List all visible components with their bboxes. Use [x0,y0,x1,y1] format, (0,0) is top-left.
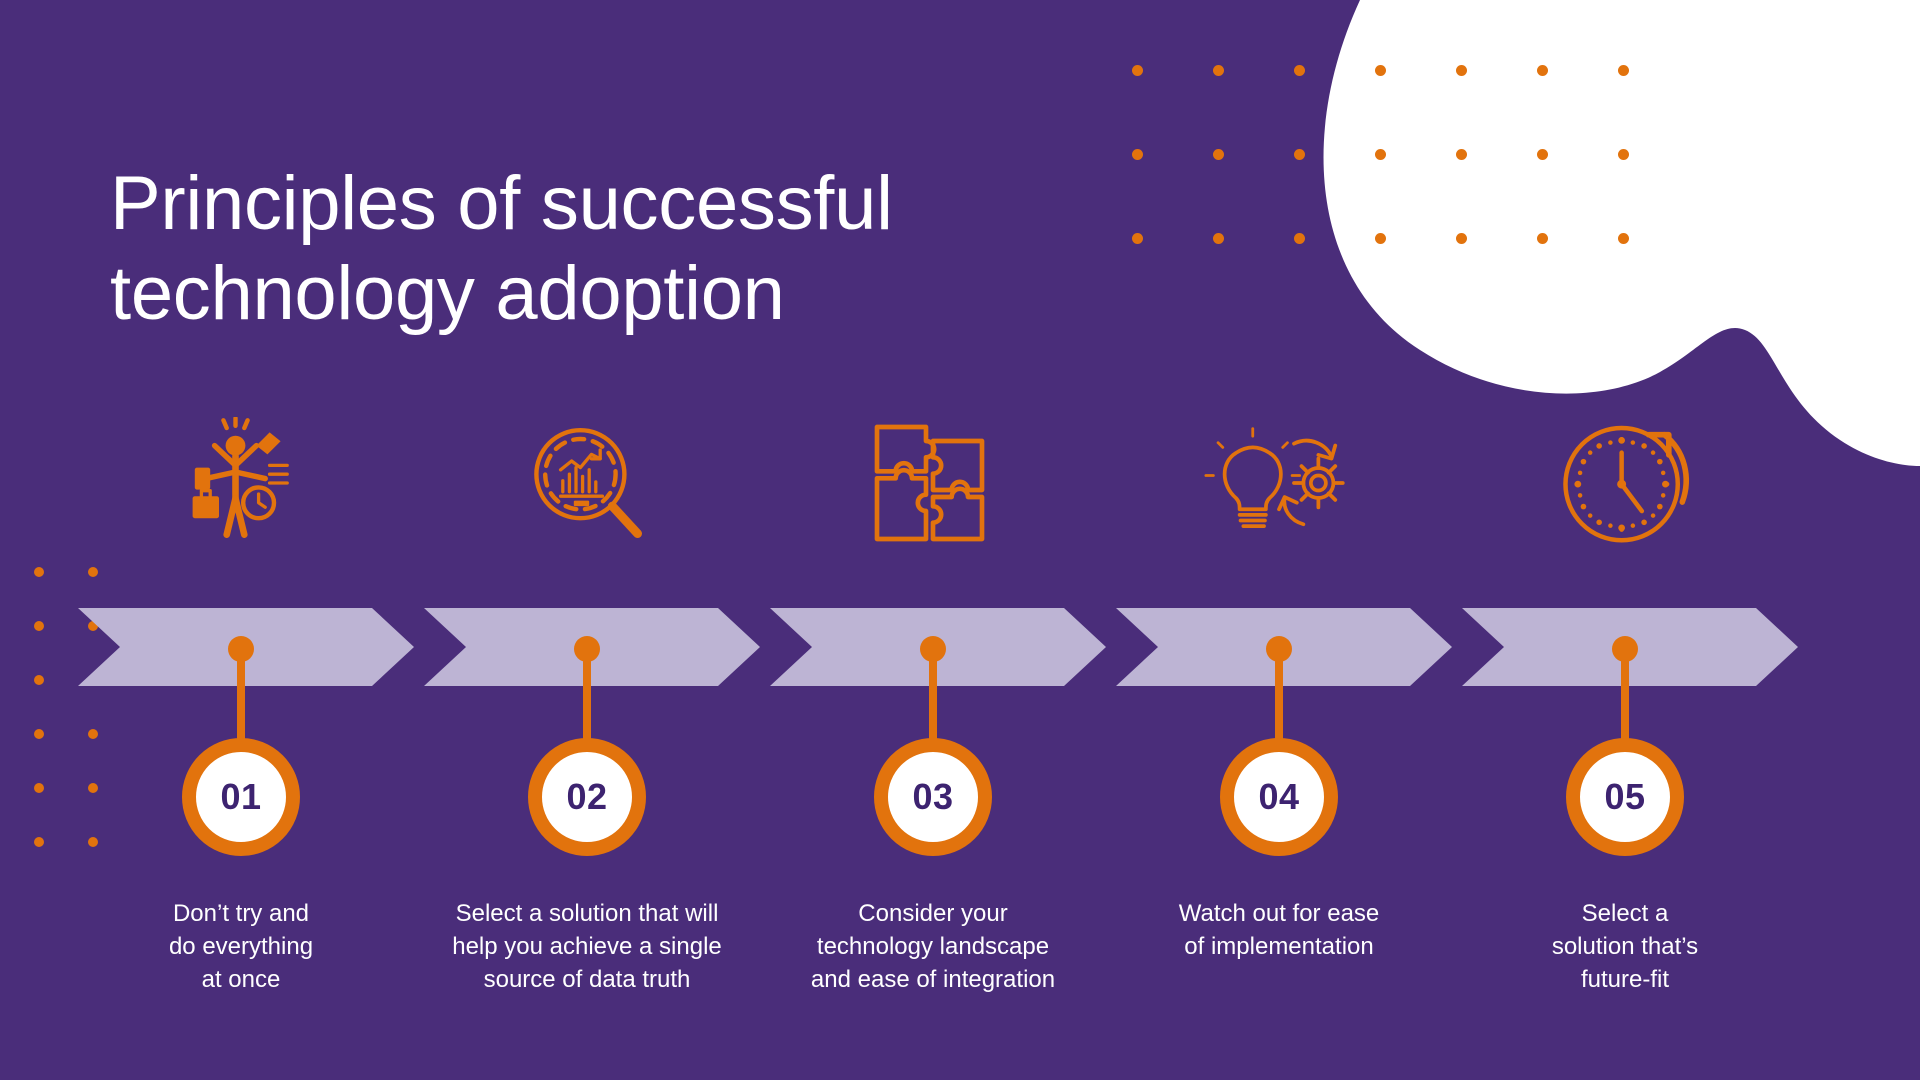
lightbulb-gear-icon [1204,408,1354,558]
puzzle-pieces-icon [858,408,1008,558]
step-caption: Consider your technology landscape and e… [810,900,1056,993]
step-number-label: 02 [566,776,608,817]
step-caption: Select a solution that will help you ach… [452,900,722,993]
step-02[interactable]: 02 Select a solution that will help you … [427,0,747,1080]
step-number-badge[interactable]: 01 [182,738,300,856]
step-caption: Don’t try and do everything at once [168,900,314,993]
step-05[interactable]: 05 Select a solution that’s future-fit [1465,0,1785,1080]
step-01[interactable]: 01 Don’t try and do everything at once [81,0,401,1080]
connector-line [583,640,591,750]
step-number-label: 05 [1604,776,1646,817]
magnifying-glass-chart-icon [512,408,662,558]
connector-line [1621,640,1629,750]
step-number-label: 01 [220,776,262,817]
step-number-label: 03 [912,776,954,817]
page-title: Principles of successful technology adop… [110,160,893,336]
step-number-label: 04 [1258,776,1300,817]
step-04[interactable]: 04 Watch out for ease of implementation [1119,0,1439,1080]
step-number-badge[interactable]: 04 [1220,738,1338,856]
step-03[interactable]: 03 Consider your technology landscape an… [773,0,1093,1080]
step-caption: Watch out for ease of implementation [1178,900,1380,960]
step-caption: Select a solution that’s future-fit [1551,900,1699,993]
connector-line [929,640,937,750]
connector-line [237,640,245,750]
clock-arrow-icon [1550,408,1700,558]
step-number-badge[interactable]: 03 [874,738,992,856]
multitasking-person-icon [166,408,316,558]
connector-line [1275,640,1283,750]
step-number-badge[interactable]: 02 [528,738,646,856]
step-number-badge[interactable]: 05 [1566,738,1684,856]
